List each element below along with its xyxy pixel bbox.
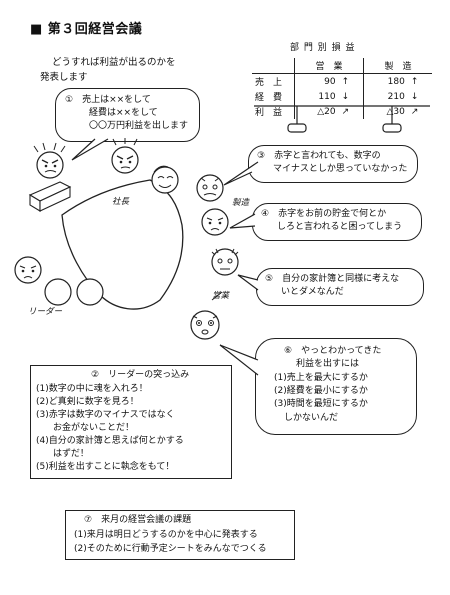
bubble6-line-6: しかないんだ [284,413,339,423]
bubble6-line-3: (1)売上を最大にするか [274,373,368,383]
next-meeting-tasks-box: ⑦ 来月の経営会議の課題 (1)来月は明日どうするのかを中心に発表する (2)そ… [65,510,295,560]
bubble5-line-2: いとダメなんだ [281,287,344,297]
person-president-icon [33,142,66,179]
person-worried-icon [201,208,229,236]
bubble4-line-2: しろと言われると困ってしまう [277,222,403,232]
intro-line-2: 発表します [40,72,88,83]
person-manager-icon [111,138,139,174]
sales-trend-icon: ↗ [341,106,350,117]
bubble6-line-5: (3)時間を最短にするか [274,399,368,409]
mfg-value: 180 [362,73,408,89]
list-item: お金がないことだ！ [53,423,135,433]
row-label: 経 費 [255,93,283,103]
speech-bubble-1: ① 売上は××をして 経費は××をして 〇〇万円利益を出します [55,88,200,142]
person-sales-icon [190,310,220,340]
list-item: (2)ど真剣に数字を見ろ！ [36,397,139,407]
bubble1-line-1: ① 売上は××をして [65,95,151,105]
intro-text: どうすれば利益が出るのかを 発表します [40,55,176,85]
list-item: (2)そのために行動予定シートをみんなでつくる [74,544,267,554]
list-item: (5)利益を出すことに執念をもて！ [36,462,175,472]
person-leader-back-icon [44,278,104,306]
list-item: (1)数字の中に魂を入れろ！ [36,384,148,394]
person-sweating-icon [211,248,239,276]
sales-value: 110 [293,89,339,104]
intro-line-1: どうすれば利益が出るのかを [52,57,176,68]
table-header-manufacturing: 製 造 [363,58,432,74]
board-stand-graphic [254,105,430,133]
bubble4-line-1: ④ 赤字をお前の貯金で何とか [261,209,387,219]
box7-title: ⑦ 来月の経営会議の課題 [84,515,192,525]
profit-table-title: 部 門 別 損 益 [290,43,356,53]
mfg-trend-icon: ↑ [410,76,419,87]
row-label: 売 上 [255,78,283,88]
speech-bubble-5: ⑤ 自分の家計簿と同様に考えな いとダメなんだ [256,268,424,306]
document-title: ■ 第３回経営会議 [30,22,143,37]
bubble5-line-1: ⑤ 自分の家計簿と同様に考えな [265,274,400,284]
table-header-row: 営 業 製 造 [252,58,432,74]
label-manufacturing: 製造 [232,198,250,208]
bubble6-line-1: ⑥ やっとわかってきた [284,346,382,356]
list-item: (3)赤字は数字のマイナスではなく [36,410,175,420]
bubble1-line-2: 経費は××をして [89,108,158,118]
list-item: (4)自分の家計簿と思えば何とかする [36,436,184,446]
speech-bubble-3: ③ 赤字と言われても、数字の マイナスとしか思っていなかった [248,145,418,183]
sales-trend-icon: ↓ [341,91,350,102]
row-label: 利 益 [255,108,283,118]
mfg-value: △30 [362,104,408,119]
list-item: はずだ！ [53,449,89,459]
bubble6-line-4: (2)経費を最小にするか [274,386,368,396]
mfg-trend-icon: ↗ [410,106,419,117]
sales-value: 90 [293,73,339,89]
table-row: 売 上 90 ↑ 180 ↑ [252,73,432,89]
sales-value: △20 [293,104,339,119]
leader-comments-box: ② リーダーの突っ込み (1)数字の中に魂を入れろ！ (2)ど真剣に数字を見ろ！… [30,365,232,479]
sales-trend-icon: ↑ [341,76,350,87]
table-header-blank [252,58,295,74]
person-leader-icon [14,256,42,284]
person-smiling-icon [151,165,179,194]
table-row: 利 益 △20 ↗ △30 ↗ [252,104,432,119]
box2-title: ② リーダーの突っ込み [91,370,190,380]
table-row: 経 費 110 ↓ 210 ↓ [252,89,432,104]
label-sales: 営業 [212,291,230,301]
table-header-sales: 営 業 [294,58,364,74]
bubble1-line-3: 〇〇万円利益を出します [89,121,189,131]
label-president: 社長 [112,197,130,207]
mfg-trend-icon: ↓ [410,91,419,102]
bubble3-line-1: ③ 赤字と言われても、数字の [257,151,381,161]
bubble3-line-2: マイナスとしか思っていなかった [273,164,408,174]
label-leader: リーダー [28,307,63,317]
bubble6-line-2: 利益を出すには [296,359,360,369]
list-item: (1)来月は明日どうするのかを中心に発表する [74,530,258,540]
speech-bubble-6: ⑥ やっとわかってきた 利益を出すには (1)売上を最大にするか (2)経費を最… [255,338,417,435]
person-manufacturing-icon [196,174,224,202]
mfg-value: 210 [362,89,408,104]
profit-table: 営 業 製 造 売 上 90 ↑ 180 ↑ 経 費 110 ↓ 210 ↓ 利… [252,58,432,119]
